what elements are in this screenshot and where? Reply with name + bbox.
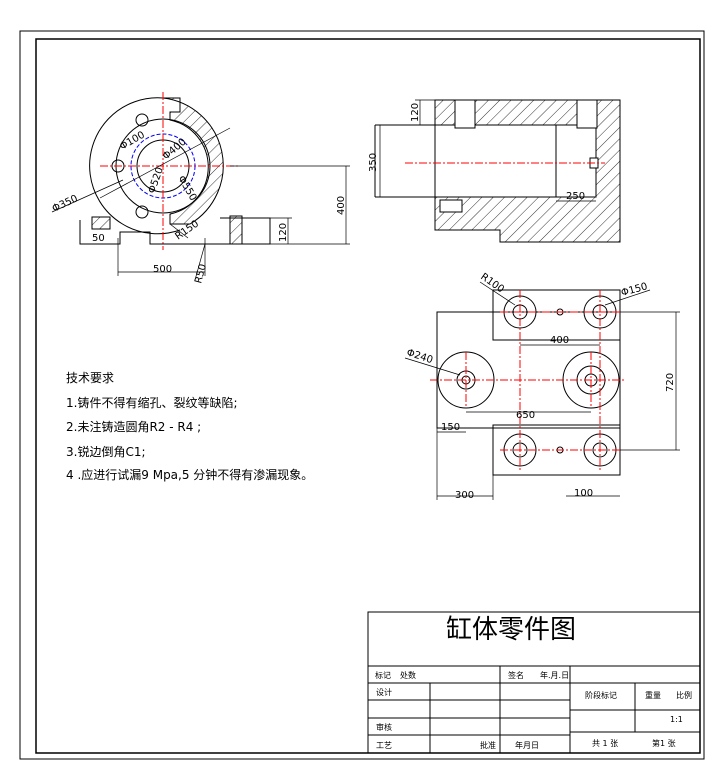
dim-w500: 500 <box>153 264 172 275</box>
tb-process: 工艺 <box>376 741 392 750</box>
front-view <box>51 92 350 281</box>
dim-h400: 400 <box>336 196 347 215</box>
dim-w650: 650 <box>516 410 535 421</box>
requirement-item-3: 3.锐边倒角C1; <box>66 445 146 459</box>
dim-w150: 150 <box>441 422 460 433</box>
dim-h720: 720 <box>665 373 676 392</box>
dim-section-w250: 250 <box>566 191 585 202</box>
tb-place: 处数 <box>400 670 416 680</box>
drawing-title: 缸体零件图 <box>446 615 576 645</box>
dim-d100: Φ100 <box>118 130 147 153</box>
dim-h120: 120 <box>278 223 289 242</box>
tb-total-sheets: 共 1 张 <box>592 739 618 748</box>
dim-d240: Φ240 <box>405 347 434 366</box>
dim-w400: 400 <box>550 335 569 346</box>
tb-sheet-no: 第1 张 <box>652 738 676 748</box>
tb-scale-value: 1:1 <box>670 715 683 724</box>
requirement-item-1: 1.铸件不得有缩孔、裂纹等缺陷; <box>66 396 238 410</box>
dim-section-h120: 120 <box>410 103 421 122</box>
dim-d550: Φ550 <box>175 174 198 203</box>
tb-approve-date: 年月日 <box>515 740 539 750</box>
tb-design: 设计 <box>376 687 392 697</box>
tb-review: 审核 <box>376 722 392 732</box>
top-view <box>404 281 680 500</box>
tb-date: 年.月.日 <box>540 670 569 680</box>
outer-border <box>19 30 705 760</box>
title-block <box>367 611 701 754</box>
title-block-labels: 缸体零件图 标记 处数 签名 年.月.日 设计 审核 工艺 批准 年月日 阶段标… <box>375 615 692 750</box>
tb-approve: 批准 <box>480 740 496 750</box>
dim-w300: 300 <box>455 490 474 501</box>
tb-stage-mark: 阶段标记 <box>585 690 617 700</box>
top-view-labels: R100 Φ150 400 Φ240 720 650 150 300 100 <box>405 271 676 501</box>
dim-d350: Φ350 <box>51 193 80 214</box>
requirement-item-4: 4 .应进行试漏9 Mpa,5 分钟不得有渗漏现象。 <box>66 468 314 482</box>
dim-w100: 100 <box>574 488 593 499</box>
dim-section-h350: 350 <box>368 153 379 172</box>
tb-weight: 重量 <box>645 690 661 700</box>
section-view-labels: 120 350 250 <box>368 103 585 202</box>
dim-d150: Φ150 <box>620 281 649 299</box>
requirements-heading: 技术要求 <box>66 371 115 385</box>
dim-w50: 50 <box>92 233 105 244</box>
tb-signature: 签名 <box>508 670 524 680</box>
dim-r50: R50 <box>193 263 209 285</box>
section-view <box>374 99 621 243</box>
tb-mark: 标记 <box>375 670 391 680</box>
requirement-item-2: 2.未注铸造圆角R2 - R4 ; <box>66 420 202 434</box>
tb-scale-label: 比例 <box>676 690 692 700</box>
